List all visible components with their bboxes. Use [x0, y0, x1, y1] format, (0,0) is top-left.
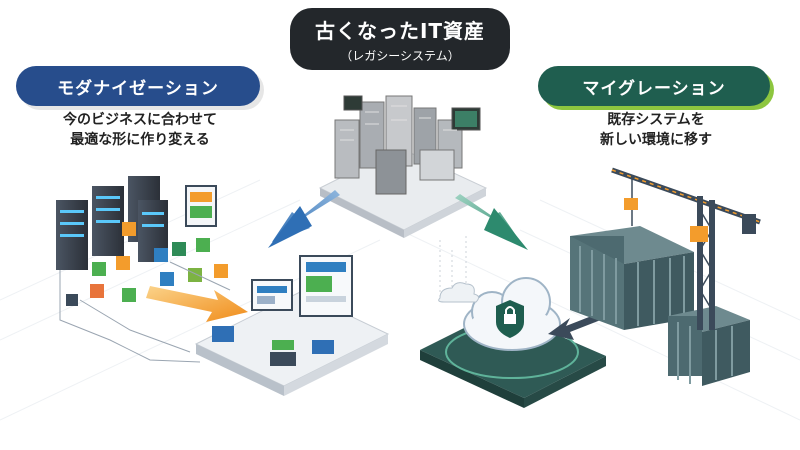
arrow-to-migration — [455, 194, 528, 250]
modernization-illustration — [56, 176, 390, 396]
server-rack-icon — [56, 176, 168, 270]
migration-illustration — [420, 167, 761, 408]
modernization-heading-text: モダナイゼーション — [57, 78, 219, 99]
small-cloud-icon — [438, 282, 480, 303]
legacy-subtitle: （レガシーシステム） — [340, 48, 460, 63]
laptop-icon — [251, 279, 293, 311]
transformation-arrow — [146, 286, 248, 322]
migration-desc-line-1: 既存システムを — [607, 112, 705, 128]
migration-desc-line-2: 新しい環境に移す — [600, 132, 712, 149]
modernization-description: 今のビジネスに合わせて 最適な形に作り変える — [20, 110, 260, 151]
monitor-icon — [343, 95, 481, 131]
migration-heading-text: マイグレーション — [582, 78, 726, 99]
crane-icon — [611, 167, 761, 330]
modernization-desc-line-1: 今のビジネスに合わせて — [63, 112, 217, 128]
modernization-heading: モダナイゼーション — [16, 66, 260, 106]
server-rack-icon — [334, 95, 463, 195]
chip-modules — [212, 326, 334, 366]
module-cubes — [66, 222, 228, 306]
cloud-lock-icon — [463, 277, 561, 351]
migration-heading: マイグレーション — [538, 66, 770, 106]
monitor-icon — [185, 185, 217, 227]
legacy-title: 古くなったIT資産 — [314, 18, 486, 43]
monitor-icon — [299, 255, 353, 317]
modernization-desc-line-2: 最適な形に作り変える — [70, 132, 210, 149]
arrow-to-modernization — [268, 190, 340, 248]
legacy-systems-label: 古くなったIT資産 （レガシーシステム） — [290, 8, 510, 70]
shipping-container-icon — [570, 226, 694, 330]
legacy-servers-illustration — [318, 95, 488, 238]
migration-description: 既存システムを 新しい環境に移す — [556, 110, 756, 151]
